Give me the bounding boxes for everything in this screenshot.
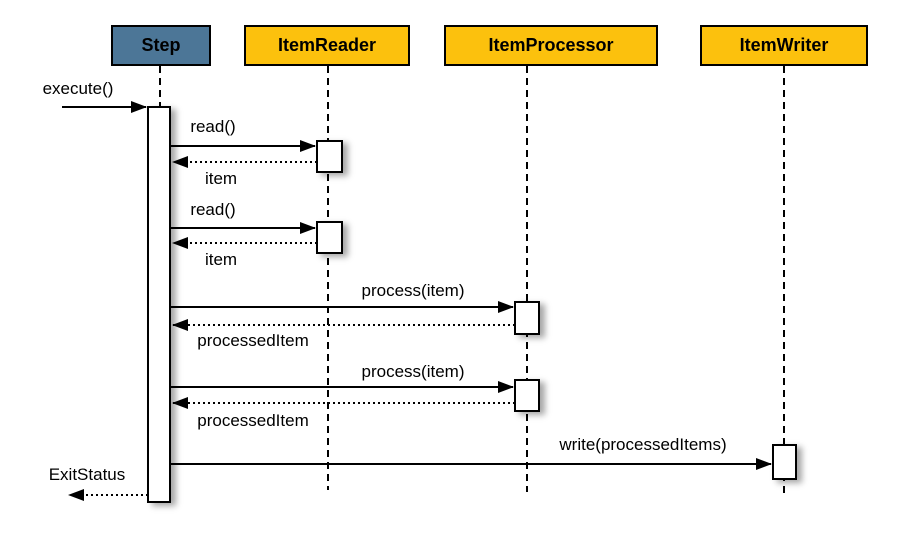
message-label-process-1: process(item) xyxy=(361,281,465,300)
activation-bar-step xyxy=(147,106,171,503)
lifeline-header-step-label: Step xyxy=(141,35,181,55)
message-label-write: write(processedItems) xyxy=(559,435,727,454)
activation-box-item-reader-2 xyxy=(316,221,343,254)
lifeline-header-item-reader: ItemReader xyxy=(244,25,410,66)
message-label-exit-status: ExitStatus xyxy=(48,465,126,484)
message-label-item-1: item xyxy=(204,169,238,188)
message-label-read-1: read() xyxy=(190,117,236,136)
lifeline-header-item-writer-label: ItemWriter xyxy=(739,35,829,55)
activation-box-item-writer xyxy=(772,444,797,480)
activation-box-item-processor-2 xyxy=(514,379,540,412)
message-label-item-2: item xyxy=(204,250,238,269)
message-label-read-2: read() xyxy=(190,200,236,219)
message-label-process-2: process(item) xyxy=(361,362,465,381)
lifeline-header-step: Step xyxy=(111,25,211,66)
lifeline-header-item-reader-label: ItemReader xyxy=(277,35,377,55)
message-label-processed-item-1: processedItem xyxy=(197,331,309,350)
lifeline-header-item-processor: ItemProcessor xyxy=(444,25,658,66)
activation-box-item-reader-1 xyxy=(316,140,343,173)
activation-box-item-processor-1 xyxy=(514,301,540,335)
lifeline-header-item-writer: ItemWriter xyxy=(700,25,868,66)
message-label-processed-item-2: processedItem xyxy=(197,411,309,430)
lifeline-header-item-processor-label: ItemProcessor xyxy=(488,35,614,55)
message-label-execute: execute() xyxy=(42,79,114,98)
